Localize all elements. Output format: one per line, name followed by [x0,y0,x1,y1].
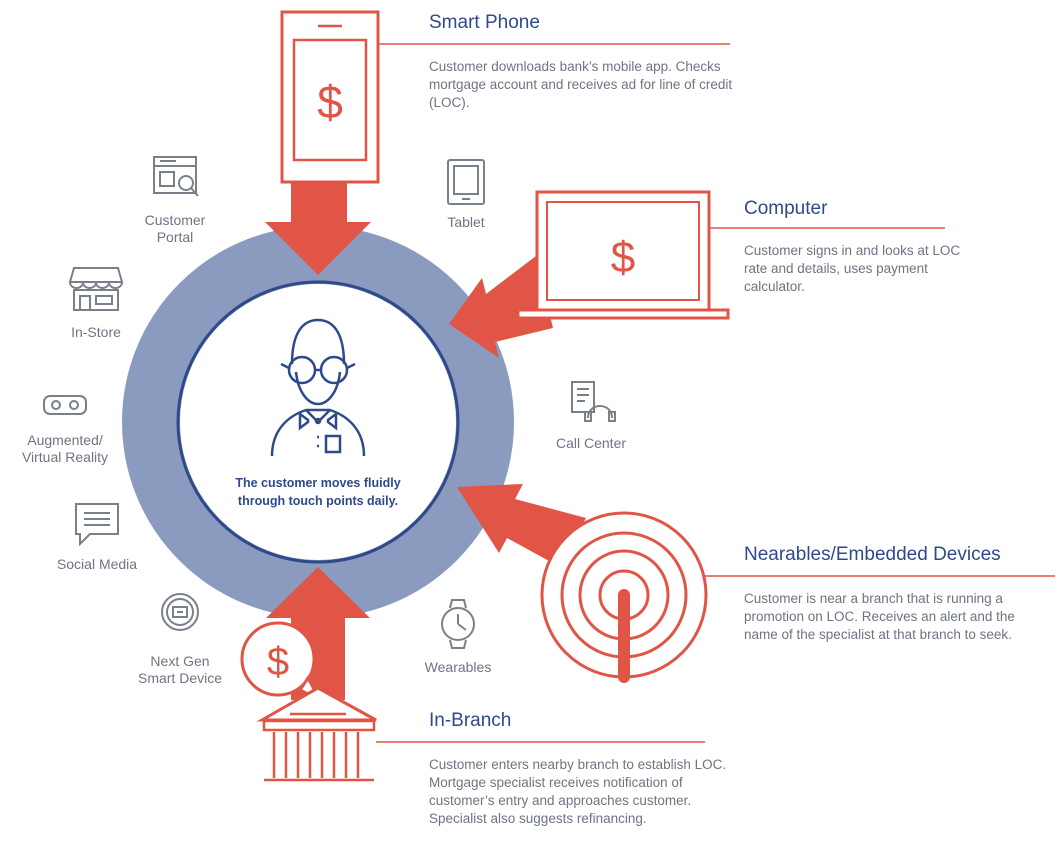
dollar-bubble [240,621,316,697]
customer-avatar-icon [270,318,366,457]
watch-icon [441,599,475,649]
portal-icon [153,156,199,197]
bubble-dollar: $ [267,640,289,684]
beacon-icon [540,511,708,683]
call-center-label: Call Center [555,435,627,451]
wearables-label: Wearables [424,659,492,675]
tablet-label: Tablet [447,214,485,230]
smartphone-title: Smart Phone [429,12,540,33]
instore-label: In-Store [71,324,121,340]
arrow-computer [449,256,553,358]
inbranch-title: In-Branch [429,710,512,731]
store-icon [68,267,124,311]
chat-icon [75,503,119,547]
call-center-icon [571,381,616,422]
arrow-nearables [457,484,586,567]
smartphone-icon: $ [280,10,380,184]
inbranch-description: Customer enters nearby branch to establi… [429,757,727,826]
computer-description: Customer signs in and looks at LOC rate … [744,243,961,294]
laptop-icon: $ [516,190,730,320]
computer-title: Computer [744,198,828,219]
center-caption: The customer moves fluidly through touch… [235,476,401,508]
laptop-dollar: $ [611,233,635,282]
vr-headset-icon [43,395,87,415]
social-media-label: Social Media [56,556,138,572]
smartphone-dollar: $ [317,76,343,128]
bank-building-icon: $ [240,621,377,782]
smartphone-description: Customer downloads bank’s mobile app. Ch… [429,59,733,110]
tablet-icon [447,159,485,205]
arrow-smartphone [265,182,371,275]
inner-ring-border [176,280,460,564]
vr-label: Augmented/Virtual Reality [21,432,109,465]
nearables-title: Nearables/Embedded Devices [744,544,1001,565]
smart-device-icon [161,593,199,631]
nearables-description: Customer is near a branch that is runnin… [744,591,1015,642]
